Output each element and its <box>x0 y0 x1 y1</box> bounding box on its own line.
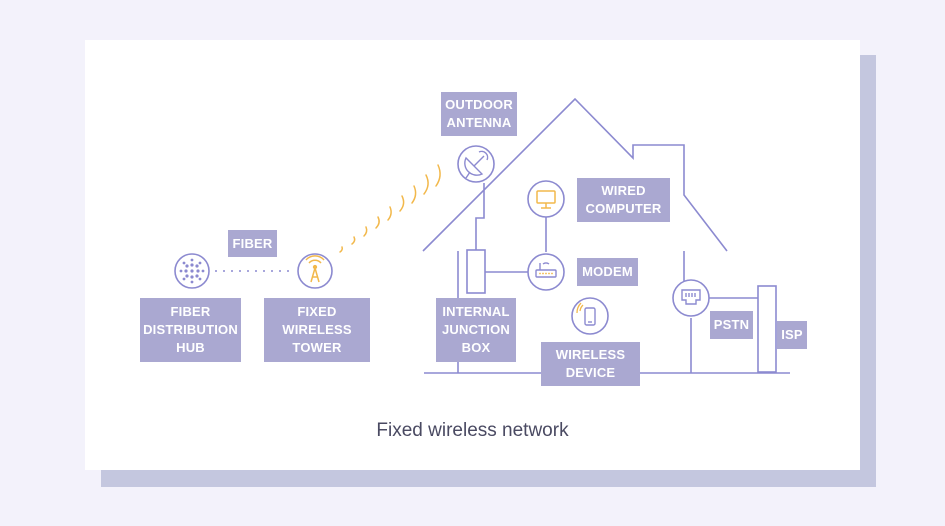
modem-icon <box>527 253 565 291</box>
isp-pole <box>757 285 777 373</box>
phone-jack-icon <box>672 279 710 317</box>
computer-icon <box>527 180 565 218</box>
fiber-label: FIBER <box>228 230 277 257</box>
fiber-hub-icon <box>174 253 210 289</box>
outdoor-antenna-label: OUTDOOR ANTENNA <box>441 92 517 136</box>
pstn-label: PSTN <box>710 311 753 339</box>
antenna-cable <box>475 183 485 250</box>
house-outline <box>422 97 728 252</box>
internal-junction-box-label: INTERNAL JUNCTION BOX <box>436 298 516 362</box>
satellite-dish-icon <box>457 145 495 183</box>
wireless-device-label: WIRELESS DEVICE <box>541 342 640 386</box>
smartphone-icon <box>571 297 609 335</box>
modem-label: MODEM <box>577 258 638 286</box>
wireless-tower-icon <box>297 253 333 289</box>
diagram-caption: Fixed wireless network <box>376 420 569 441</box>
fixed-wireless-tower-label: FIXED WIRELESS TOWER <box>264 298 370 362</box>
wired-computer-label: WIRED COMPUTER <box>577 178 670 222</box>
fiber-distribution-hub-label: FIBER DISTRIBUTION HUB <box>140 298 241 362</box>
junction-box <box>466 249 486 294</box>
isp-label: ISP <box>777 321 807 349</box>
wireless-signal-waves <box>339 164 441 253</box>
